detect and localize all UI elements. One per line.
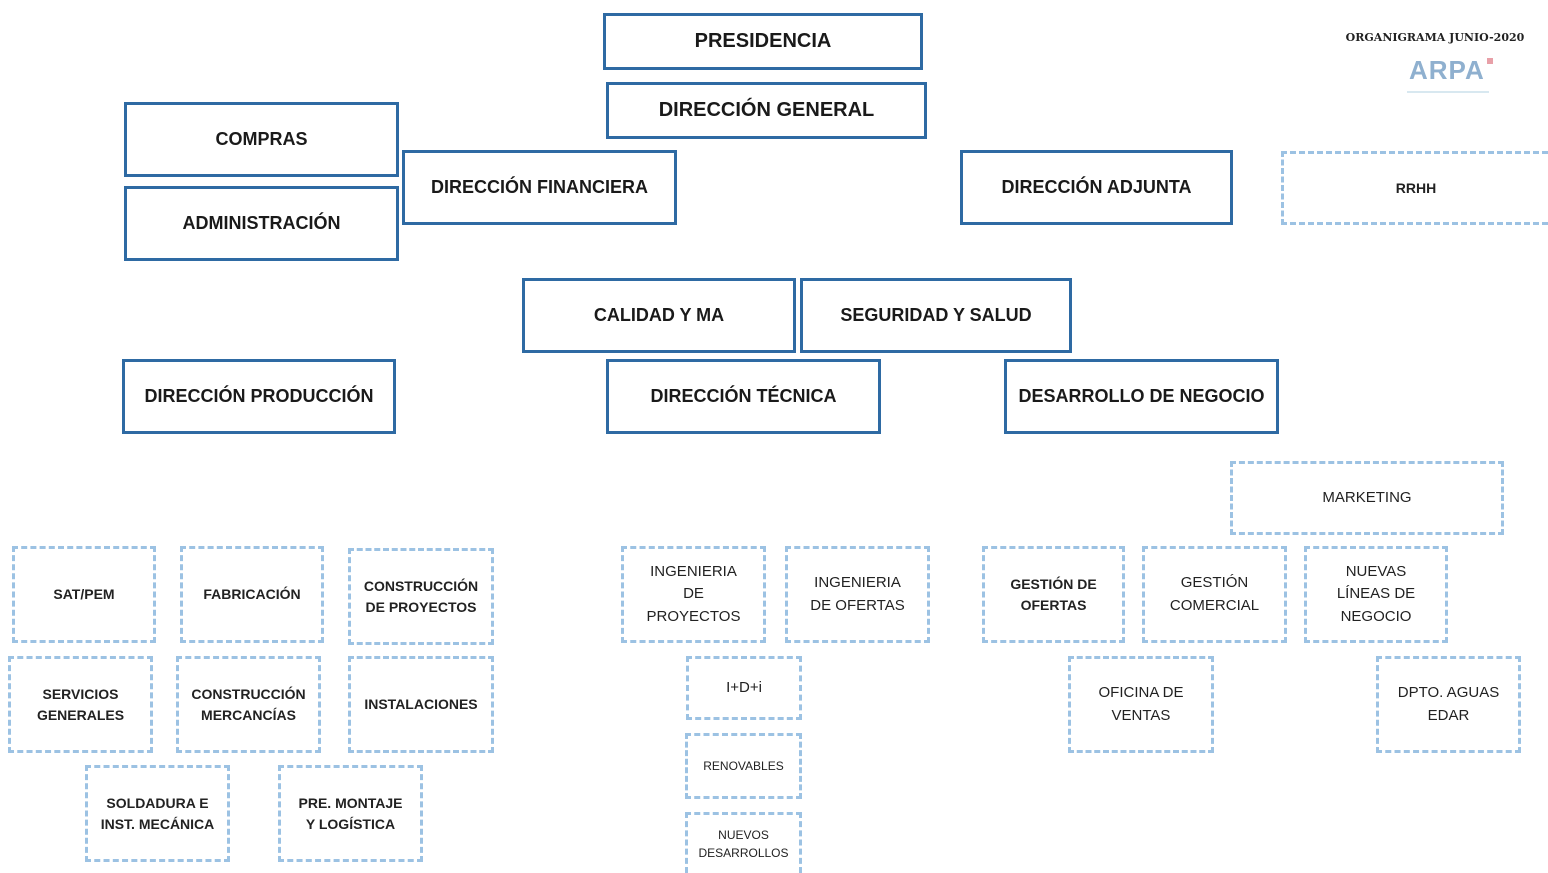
node-nuevos-desarrollos: NUEVOS DESARROLLOS [685,812,802,873]
node-sat-pem: SAT/PEM [12,546,156,643]
node-idi: I+D+i [686,656,802,720]
node-seguridad-salud: SEGURIDAD Y SALUD [800,278,1072,353]
node-desarrollo-negocio: DESARROLLO DE NEGOCIO [1004,359,1279,434]
node-instalaciones: INSTALACIONES [348,656,494,753]
node-oficina-ventas: OFICINA DE VENTAS [1068,656,1214,753]
logo-underline [1407,91,1489,93]
node-calidad-ma: CALIDAD Y MA [522,278,796,353]
node-direccion-produccion: DIRECCIÓN PRODUCCIÓN [122,359,396,434]
node-soldadura: SOLDADURA E INST. MECÁNICA [85,765,230,862]
logo-mark-icon [1487,58,1493,64]
node-direccion-tecnica: DIRECCIÓN TÉCNICA [606,359,881,434]
node-construccion-mercancias: CONSTRUCCIÓN MERCANCÍAS [176,656,321,753]
node-nuevas-lineas: NUEVAS LÍNEAS DE NEGOCIO [1304,546,1448,643]
node-presidencia: PRESIDENCIA [603,13,923,70]
node-pre-montaje: PRE. MONTAJE Y LOGÍSTICA [278,765,423,862]
node-servicios-generales: SERVICIOS GENERALES [8,656,153,753]
node-compras: COMPRAS [124,102,399,177]
node-marketing: MARKETING [1230,461,1504,535]
node-ingenieria-proyectos: INGENIERIA DE PROYECTOS [621,546,766,643]
node-gestion-ofertas: GESTIÓN DE OFERTAS [982,546,1125,643]
node-dpto-aguas: DPTO. AGUAS EDAR [1376,656,1521,753]
logo-wordmark: ARPA [1409,55,1485,85]
node-construccion-proyectos: CONSTRUCCIÓN DE PROYECTOS [348,548,494,645]
node-direccion-financiera: DIRECCIÓN FINANCIERA [402,150,677,225]
node-direccion-general: DIRECCIÓN GENERAL [606,82,927,139]
arpa-logo: ARPA [1405,55,1495,95]
node-rrhh: RRHH [1281,151,1548,225]
node-gestion-comercial: GESTIÓN COMERCIAL [1142,546,1287,643]
node-direccion-adjunta: DIRECCIÓN ADJUNTA [960,150,1233,225]
node-administracion: ADMINISTRACIÓN [124,186,399,261]
node-ingenieria-ofertas: INGENIERIA DE OFERTAS [785,546,930,643]
node-renovables: RENOVABLES [685,733,802,799]
node-fabricacion: FABRICACIÓN [180,546,324,643]
chart-date-note: ORGANIGRAMA JUNIO-2020 [1345,31,1525,44]
